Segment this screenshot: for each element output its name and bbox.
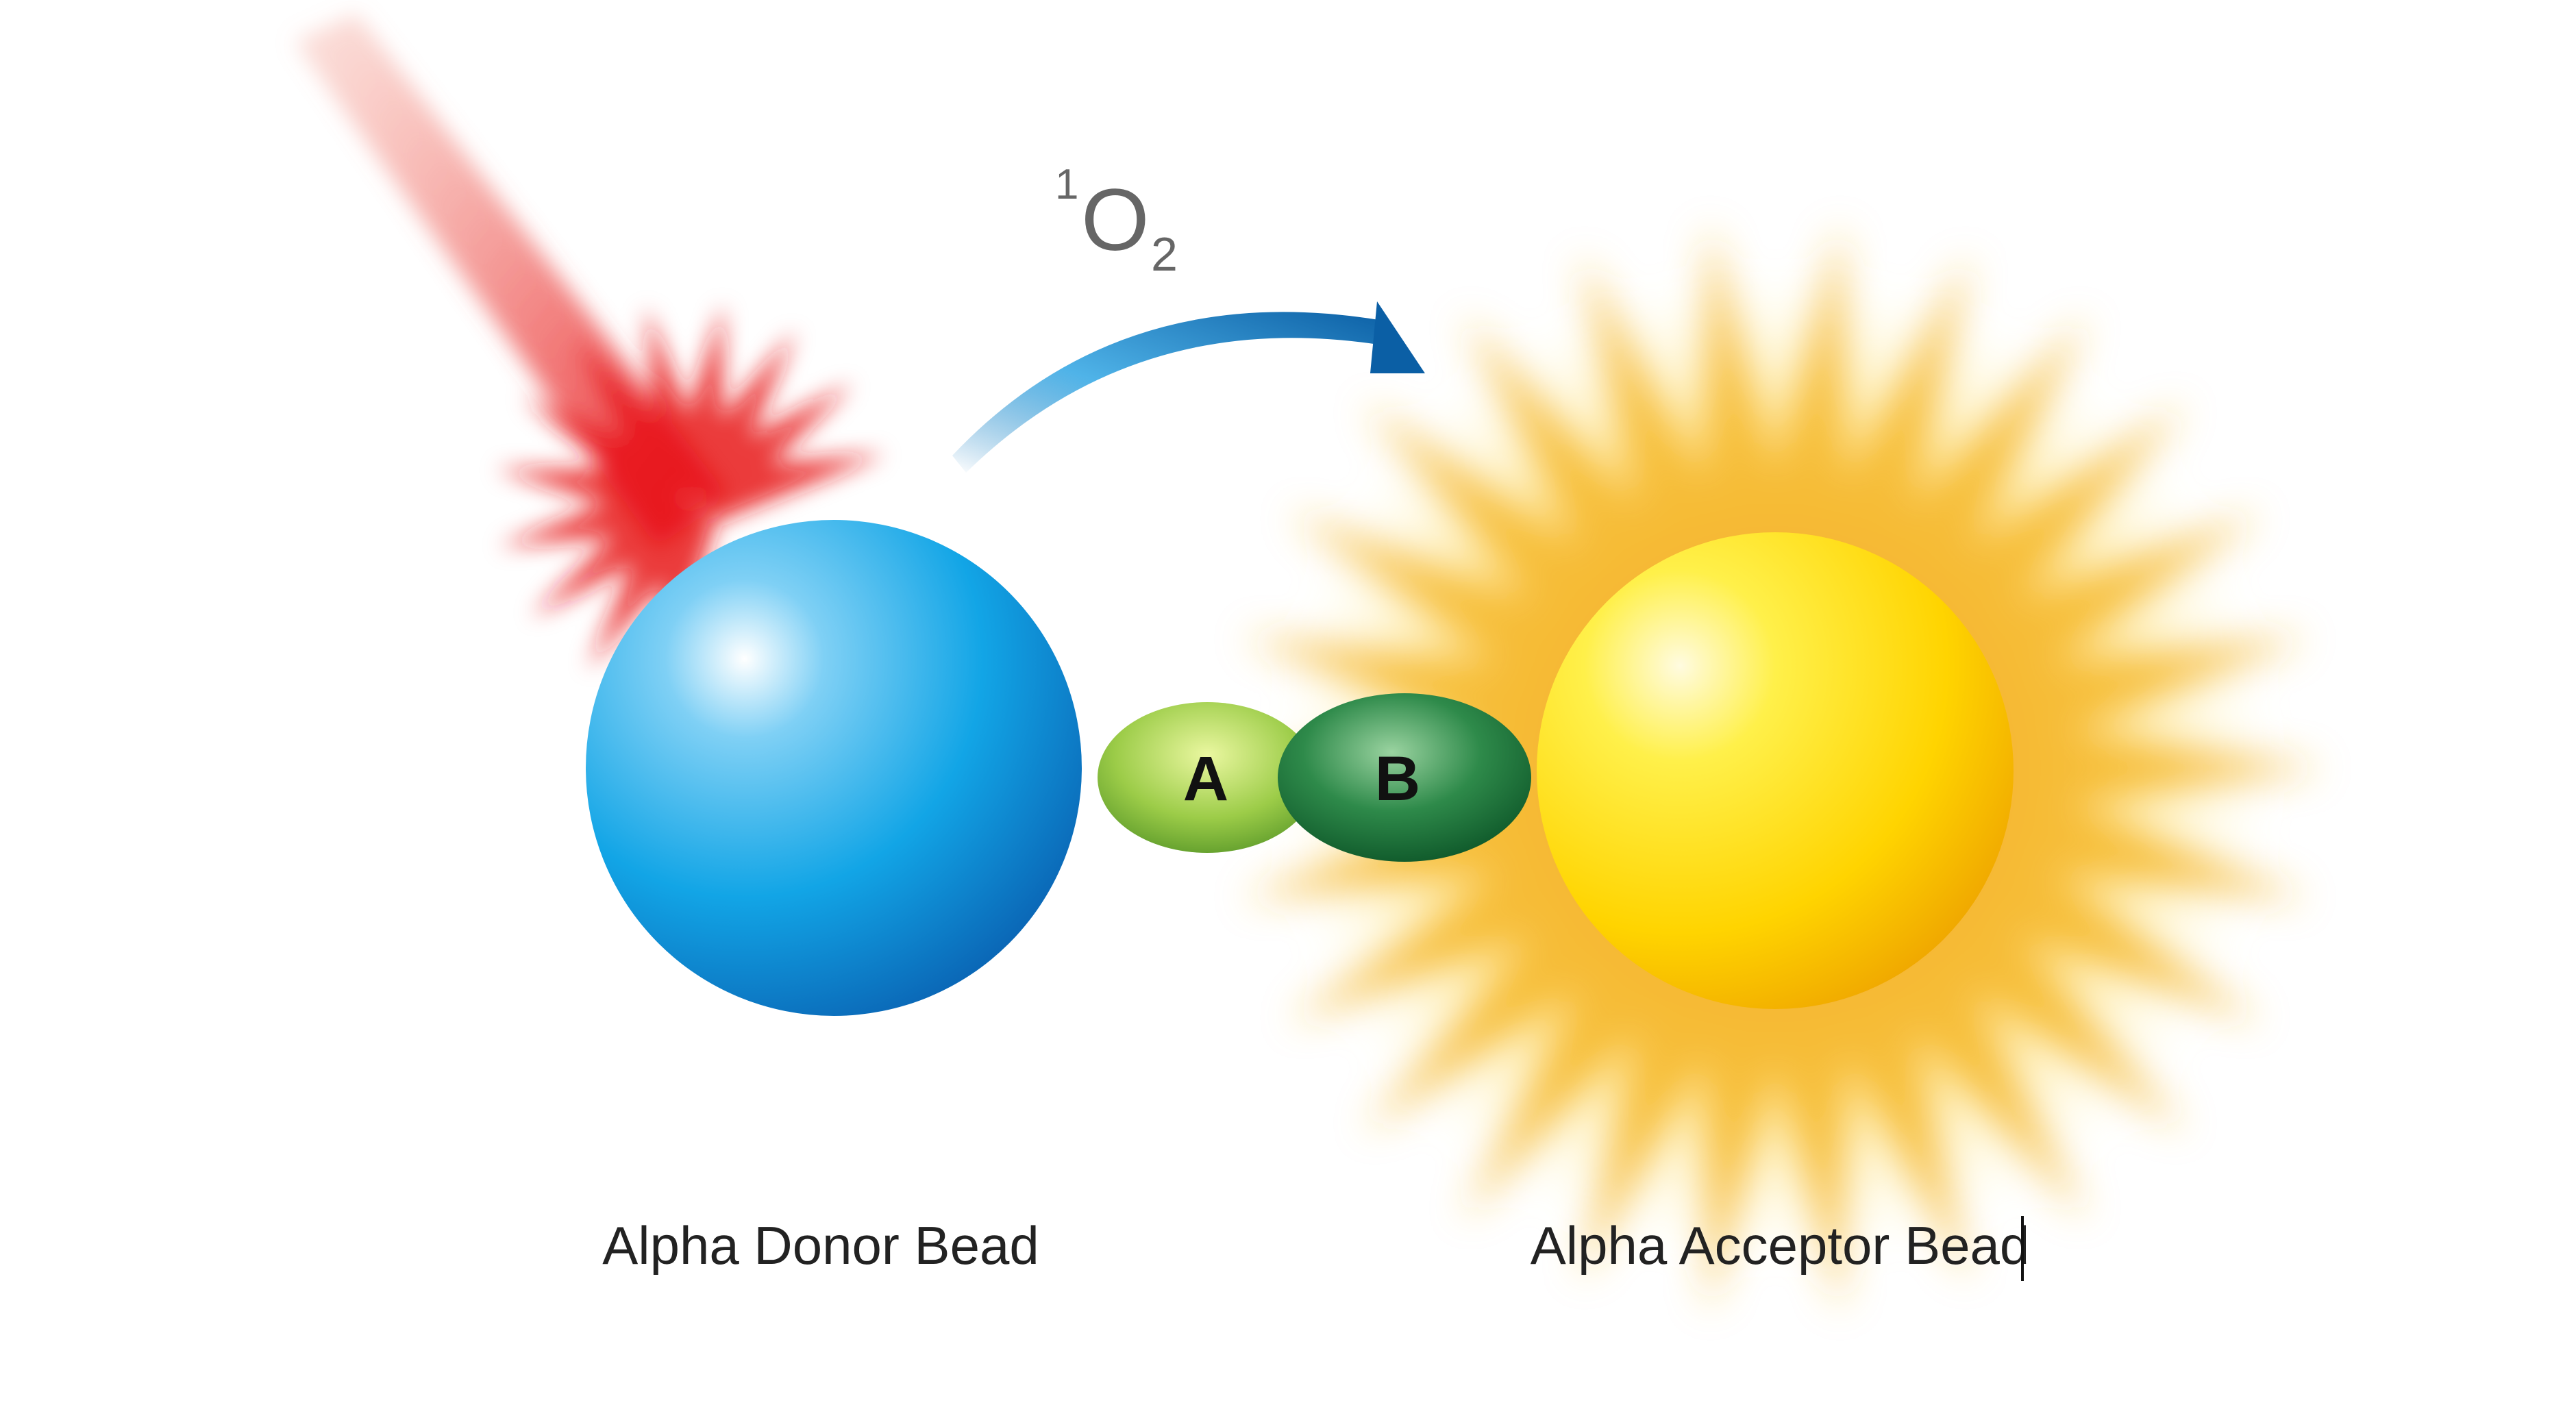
ray bbox=[1981, 720, 2323, 816]
donor-bead bbox=[586, 520, 1082, 1016]
singlet-oxygen-arrow bbox=[952, 301, 1425, 473]
ray bbox=[1852, 316, 2087, 626]
laser-excitation-icon bbox=[295, 14, 885, 697]
donor-bead-label: Alpha Donor Bead bbox=[602, 1215, 1039, 1276]
analyte-b-label: B bbox=[1375, 744, 1420, 814]
ray bbox=[1897, 868, 2185, 1132]
ray bbox=[676, 330, 796, 503]
ray bbox=[1897, 404, 2185, 668]
analyte-a-bead bbox=[1098, 702, 1317, 853]
acceptor-bead bbox=[1537, 532, 2014, 1009]
ray bbox=[1963, 636, 2307, 766]
ray bbox=[1289, 513, 1615, 715]
ray bbox=[1581, 943, 1748, 1281]
ray bbox=[522, 396, 695, 517]
ray bbox=[1365, 404, 1653, 668]
ray bbox=[1852, 910, 2087, 1219]
analyte-a-label: A bbox=[1183, 744, 1228, 814]
acceptor-emission-burst bbox=[1227, 223, 2323, 1313]
singlet-oxygen-label: 1 O 2 bbox=[1055, 161, 1178, 281]
acceptor-bead-label: Alpha Acceptor Bead bbox=[1531, 1215, 2030, 1276]
ray bbox=[1289, 821, 1615, 1023]
ray bbox=[1365, 868, 1653, 1132]
ray bbox=[1935, 513, 2261, 715]
ray bbox=[1702, 966, 1798, 1313]
ray bbox=[1963, 770, 2307, 899]
ray bbox=[1803, 255, 1970, 593]
ray bbox=[1752, 223, 1848, 570]
ray bbox=[1935, 821, 2261, 1023]
ray bbox=[588, 497, 708, 670]
ray bbox=[1463, 316, 1698, 626]
analyte-b-bead bbox=[1278, 693, 1531, 862]
ray bbox=[699, 453, 885, 524]
ray bbox=[1463, 910, 1698, 1219]
